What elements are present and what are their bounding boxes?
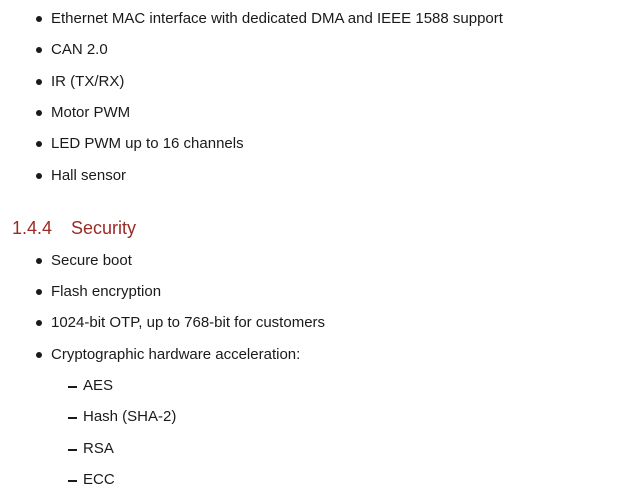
list-item-text: LED PWM up to 16 channels xyxy=(51,135,244,152)
bullet-icon xyxy=(36,258,42,264)
dash-icon xyxy=(68,417,77,419)
list-item-text: Flash encryption xyxy=(51,283,162,300)
sub-list-item-text: ECC xyxy=(83,471,115,488)
bullet-icon xyxy=(36,47,42,53)
bullet-icon xyxy=(36,16,42,22)
list-item-text: Cryptographic hardware acceleration: xyxy=(51,346,301,363)
bullet-icon xyxy=(36,289,42,295)
sub-list-item-text: RSA xyxy=(83,440,114,457)
dash-icon xyxy=(68,480,77,482)
list-item-text: Motor PWM xyxy=(51,104,131,121)
section-title: Security xyxy=(71,218,137,238)
bullet-icon xyxy=(36,141,42,147)
sub-list-item-text: Hash (SHA-2) xyxy=(83,408,177,425)
bullet-icon xyxy=(36,79,42,85)
bullet-icon xyxy=(36,173,42,179)
dash-icon xyxy=(68,449,77,451)
list-item-text: 1024-bit OTP, up to 768-bit for customer… xyxy=(51,314,326,331)
list-item-text: CAN 2.0 xyxy=(51,41,108,58)
sub-list-item-text: AES xyxy=(83,377,114,394)
section-number: 1.4.4 xyxy=(12,218,53,238)
list-item-text: Ethernet MAC interface with dedicated DM… xyxy=(51,10,503,27)
list-item-text: Hall sensor xyxy=(51,167,127,184)
list-item-text: IR (TX/RX) xyxy=(51,73,125,90)
bullet-icon xyxy=(36,110,42,116)
bullet-icon xyxy=(36,320,42,326)
list-item-text: Secure boot xyxy=(51,252,132,269)
bullet-icon xyxy=(36,352,42,358)
dash-icon xyxy=(68,386,77,388)
